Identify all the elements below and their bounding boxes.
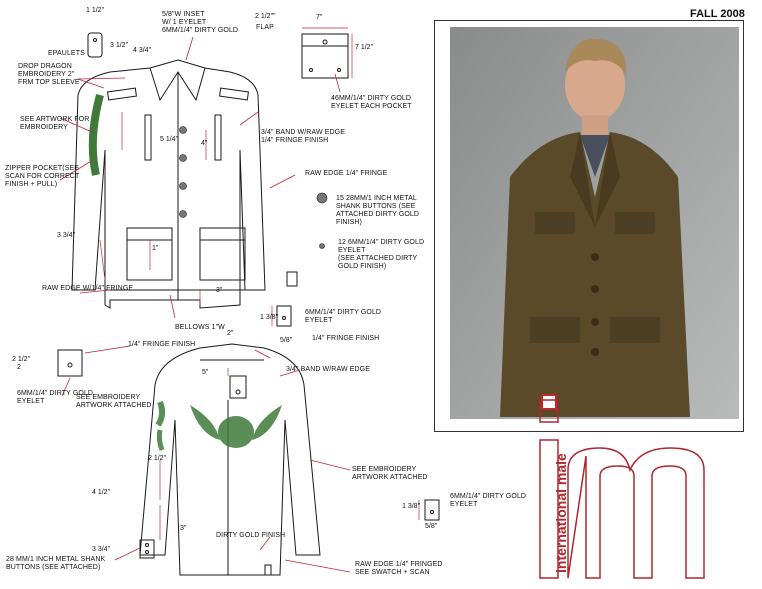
dim-collar: 4 3/4" bbox=[133, 47, 152, 54]
label-raw-edge-fringed: RAW EDGE 1/4" FRINGED SEE SWATCH + SCAN bbox=[355, 561, 443, 576]
label-inset: 5/8"W INSET W/ 1 EYELET 6MM/1/4" DIRTY G… bbox=[162, 11, 239, 34]
dim-pocket-1: 1" bbox=[152, 245, 159, 252]
label-raw-edge-fringe: RAW EDGE 1/4" FRINGE bbox=[305, 170, 388, 177]
label-band-raw-back: 3/4" BAND W/RAW EDGE bbox=[286, 366, 370, 373]
label-see-artwork: SEE ARTWORK FOR EMBROIDERY bbox=[20, 116, 90, 131]
label-see-emb-center: SEE EMBROIDERY ARTWORK ATTACHED bbox=[352, 466, 428, 481]
dim-bottom-58: 5/8" bbox=[425, 523, 438, 530]
label-eyelet-12: 12 6MM/1/4" DIRTY GOLD EYELET (SEE ATTAC… bbox=[338, 239, 425, 270]
label-eyelet-left: 6MM/1/4" DIRTY GOLD EYELET bbox=[17, 390, 94, 405]
dim-side-334: 3 3/4" bbox=[57, 232, 76, 239]
dim-eyelet-58: 5/8" bbox=[280, 337, 293, 344]
dim-flap-depth: 2 1/2"" bbox=[255, 13, 276, 20]
dim-sleeve-212: 2 1/2" bbox=[148, 455, 167, 462]
model-photo bbox=[450, 27, 739, 419]
label-flap: FLAP bbox=[256, 24, 274, 31]
dim-back-2: 2" bbox=[227, 330, 234, 337]
brand-wordmark: international male bbox=[553, 453, 569, 573]
label-band-raw: 3/4" BAND W/RAW EDGE 1/4" FRINGE FINISH bbox=[261, 129, 345, 144]
dim-bottom-138: 1 3/8" bbox=[402, 503, 421, 510]
dim-epaulet-height: 3 1/2" bbox=[110, 42, 129, 49]
dim-sleeve-334: 3 3/4" bbox=[92, 546, 111, 553]
dim-tab-212: 2 1/2" bbox=[12, 356, 31, 363]
dim-back-5: 5" bbox=[202, 369, 209, 376]
dim-eyelet-138: 1 3/8" bbox=[260, 314, 279, 321]
label-bellows: BELLOWS 1"W bbox=[175, 324, 225, 331]
dim-epaulet-width: 1 1/2" bbox=[86, 7, 105, 14]
label-drop-dragon: DROP DRAGON EMBROIDERY 2" FRM TOP SLEEVE bbox=[18, 63, 80, 86]
dim-flap-width: 7" bbox=[316, 14, 323, 21]
label-eyelet-pocket: 46MM/1/4" DIRTY GOLD EYELET EACH POCKET bbox=[331, 95, 412, 110]
label-raw-edge-w: RAW EDGE W/1/4" FRINGE bbox=[42, 285, 134, 292]
label-buttons-28: 28 MM/1 INCH METAL SHANK BUTTONS (SEE AT… bbox=[6, 556, 106, 571]
label-buttons-15: 15 28MM/1 INCH METAL SHANK BUTTONS (SEE … bbox=[336, 195, 420, 226]
dim-hem-3: 3" bbox=[216, 287, 223, 294]
dim-pocket-height: 5 1/4" bbox=[160, 136, 179, 143]
label-eyelet-mid: 6MM/1/4" DIRTY GOLD EYELET bbox=[305, 309, 382, 324]
label-zipper-pocket: ZIPPER POCKET(SEE SCAN FOR CORRECT FINIS… bbox=[5, 165, 80, 188]
dim-tab-2: 2 bbox=[17, 364, 21, 371]
label-eyelet-bottom: 6MM/1/4" DIRTY GOLD EYELET bbox=[450, 493, 527, 508]
label-see-emb-attached: SEE EMBROIDERY ARTWORK ATTACHED bbox=[76, 394, 152, 409]
dim-sleeve-412: 4 1/2" bbox=[92, 489, 111, 496]
label-fringe-finish-right: 1/4" FRINGE FINISH bbox=[312, 335, 380, 342]
season-title: FALL 2008 bbox=[690, 8, 745, 20]
dim-flap-height: 7 1/2" bbox=[355, 44, 374, 51]
label-epaulets: EPAULETS bbox=[48, 50, 85, 57]
label-fringe-finish-left: 1/4" FRINGE FINISH bbox=[128, 341, 196, 348]
label-dirty-gold: DIRTY GOLD FINISH bbox=[216, 532, 286, 539]
dim-pocket-4: 4" bbox=[201, 140, 208, 147]
dim-sleeve-3: 3" bbox=[180, 525, 187, 532]
